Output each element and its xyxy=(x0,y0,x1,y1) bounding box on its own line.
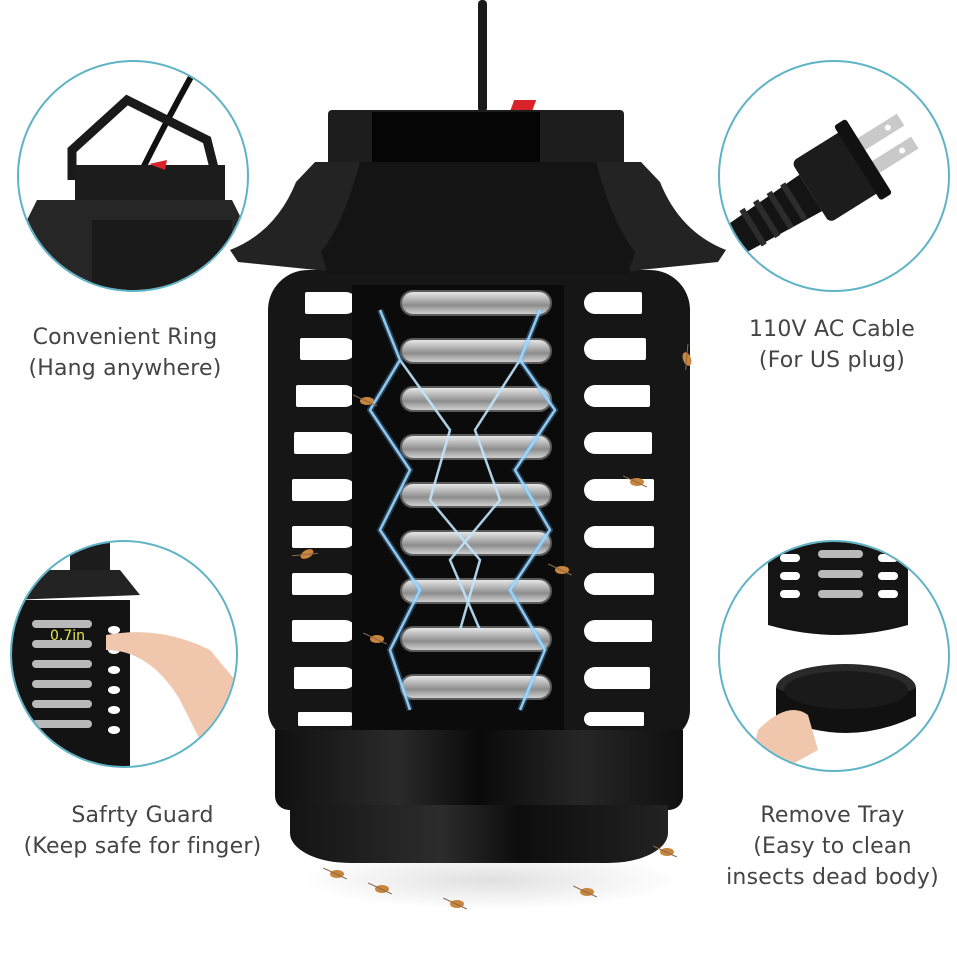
feature-subtitle: (Keep safe for finger) xyxy=(23,834,262,859)
feature-subtitle-line2: insects dead body) xyxy=(726,865,939,890)
feature-subtitle-line1: (Easy to clean xyxy=(753,834,912,859)
lightning-icon xyxy=(366,308,559,712)
feature-title: Convenient Ring xyxy=(32,325,218,350)
hanging-ring-icon xyxy=(19,73,247,290)
caption-convenient-ring: Convenient Ring (Hang anywhere) xyxy=(0,322,250,384)
feature-circle-ac-cable xyxy=(718,60,950,292)
floor-shadow xyxy=(300,850,680,910)
power-switch-icon xyxy=(509,100,537,112)
feature-circle-remove-tray xyxy=(718,540,950,772)
electric-grid-core xyxy=(352,285,564,740)
caption-ac-cable: 110V AC Cable (For US plug) xyxy=(707,314,957,376)
zapper-base xyxy=(275,730,683,810)
top-cap-inner xyxy=(372,112,540,167)
zapper-grid-housing xyxy=(268,270,690,740)
feature-title: Safrty Guard xyxy=(71,803,214,828)
zapper-roof xyxy=(230,162,726,274)
caption-remove-tray: Remove Tray (Easy to clean insects dead … xyxy=(705,800,957,893)
feature-subtitle: (For US plug) xyxy=(758,348,906,373)
power-cord xyxy=(478,0,487,112)
us-plug-icon xyxy=(720,113,919,260)
feature-title: Remove Tray xyxy=(760,803,905,828)
finger-guard-icon xyxy=(12,542,235,766)
top-cap xyxy=(328,110,624,170)
feature-title: 110V AC Cable xyxy=(748,317,916,342)
measurement-label: 0.7in xyxy=(50,628,86,644)
collection-tray xyxy=(290,805,668,863)
feature-circle-convenient-ring xyxy=(17,60,249,292)
feature-subtitle: (Hang anywhere) xyxy=(28,356,222,381)
removable-tray-icon xyxy=(748,542,916,770)
feature-circle-safety-guard: 0.7in xyxy=(10,540,238,768)
caption-safety-guard: Safrty Guard (Keep safe for finger) xyxy=(0,800,285,862)
